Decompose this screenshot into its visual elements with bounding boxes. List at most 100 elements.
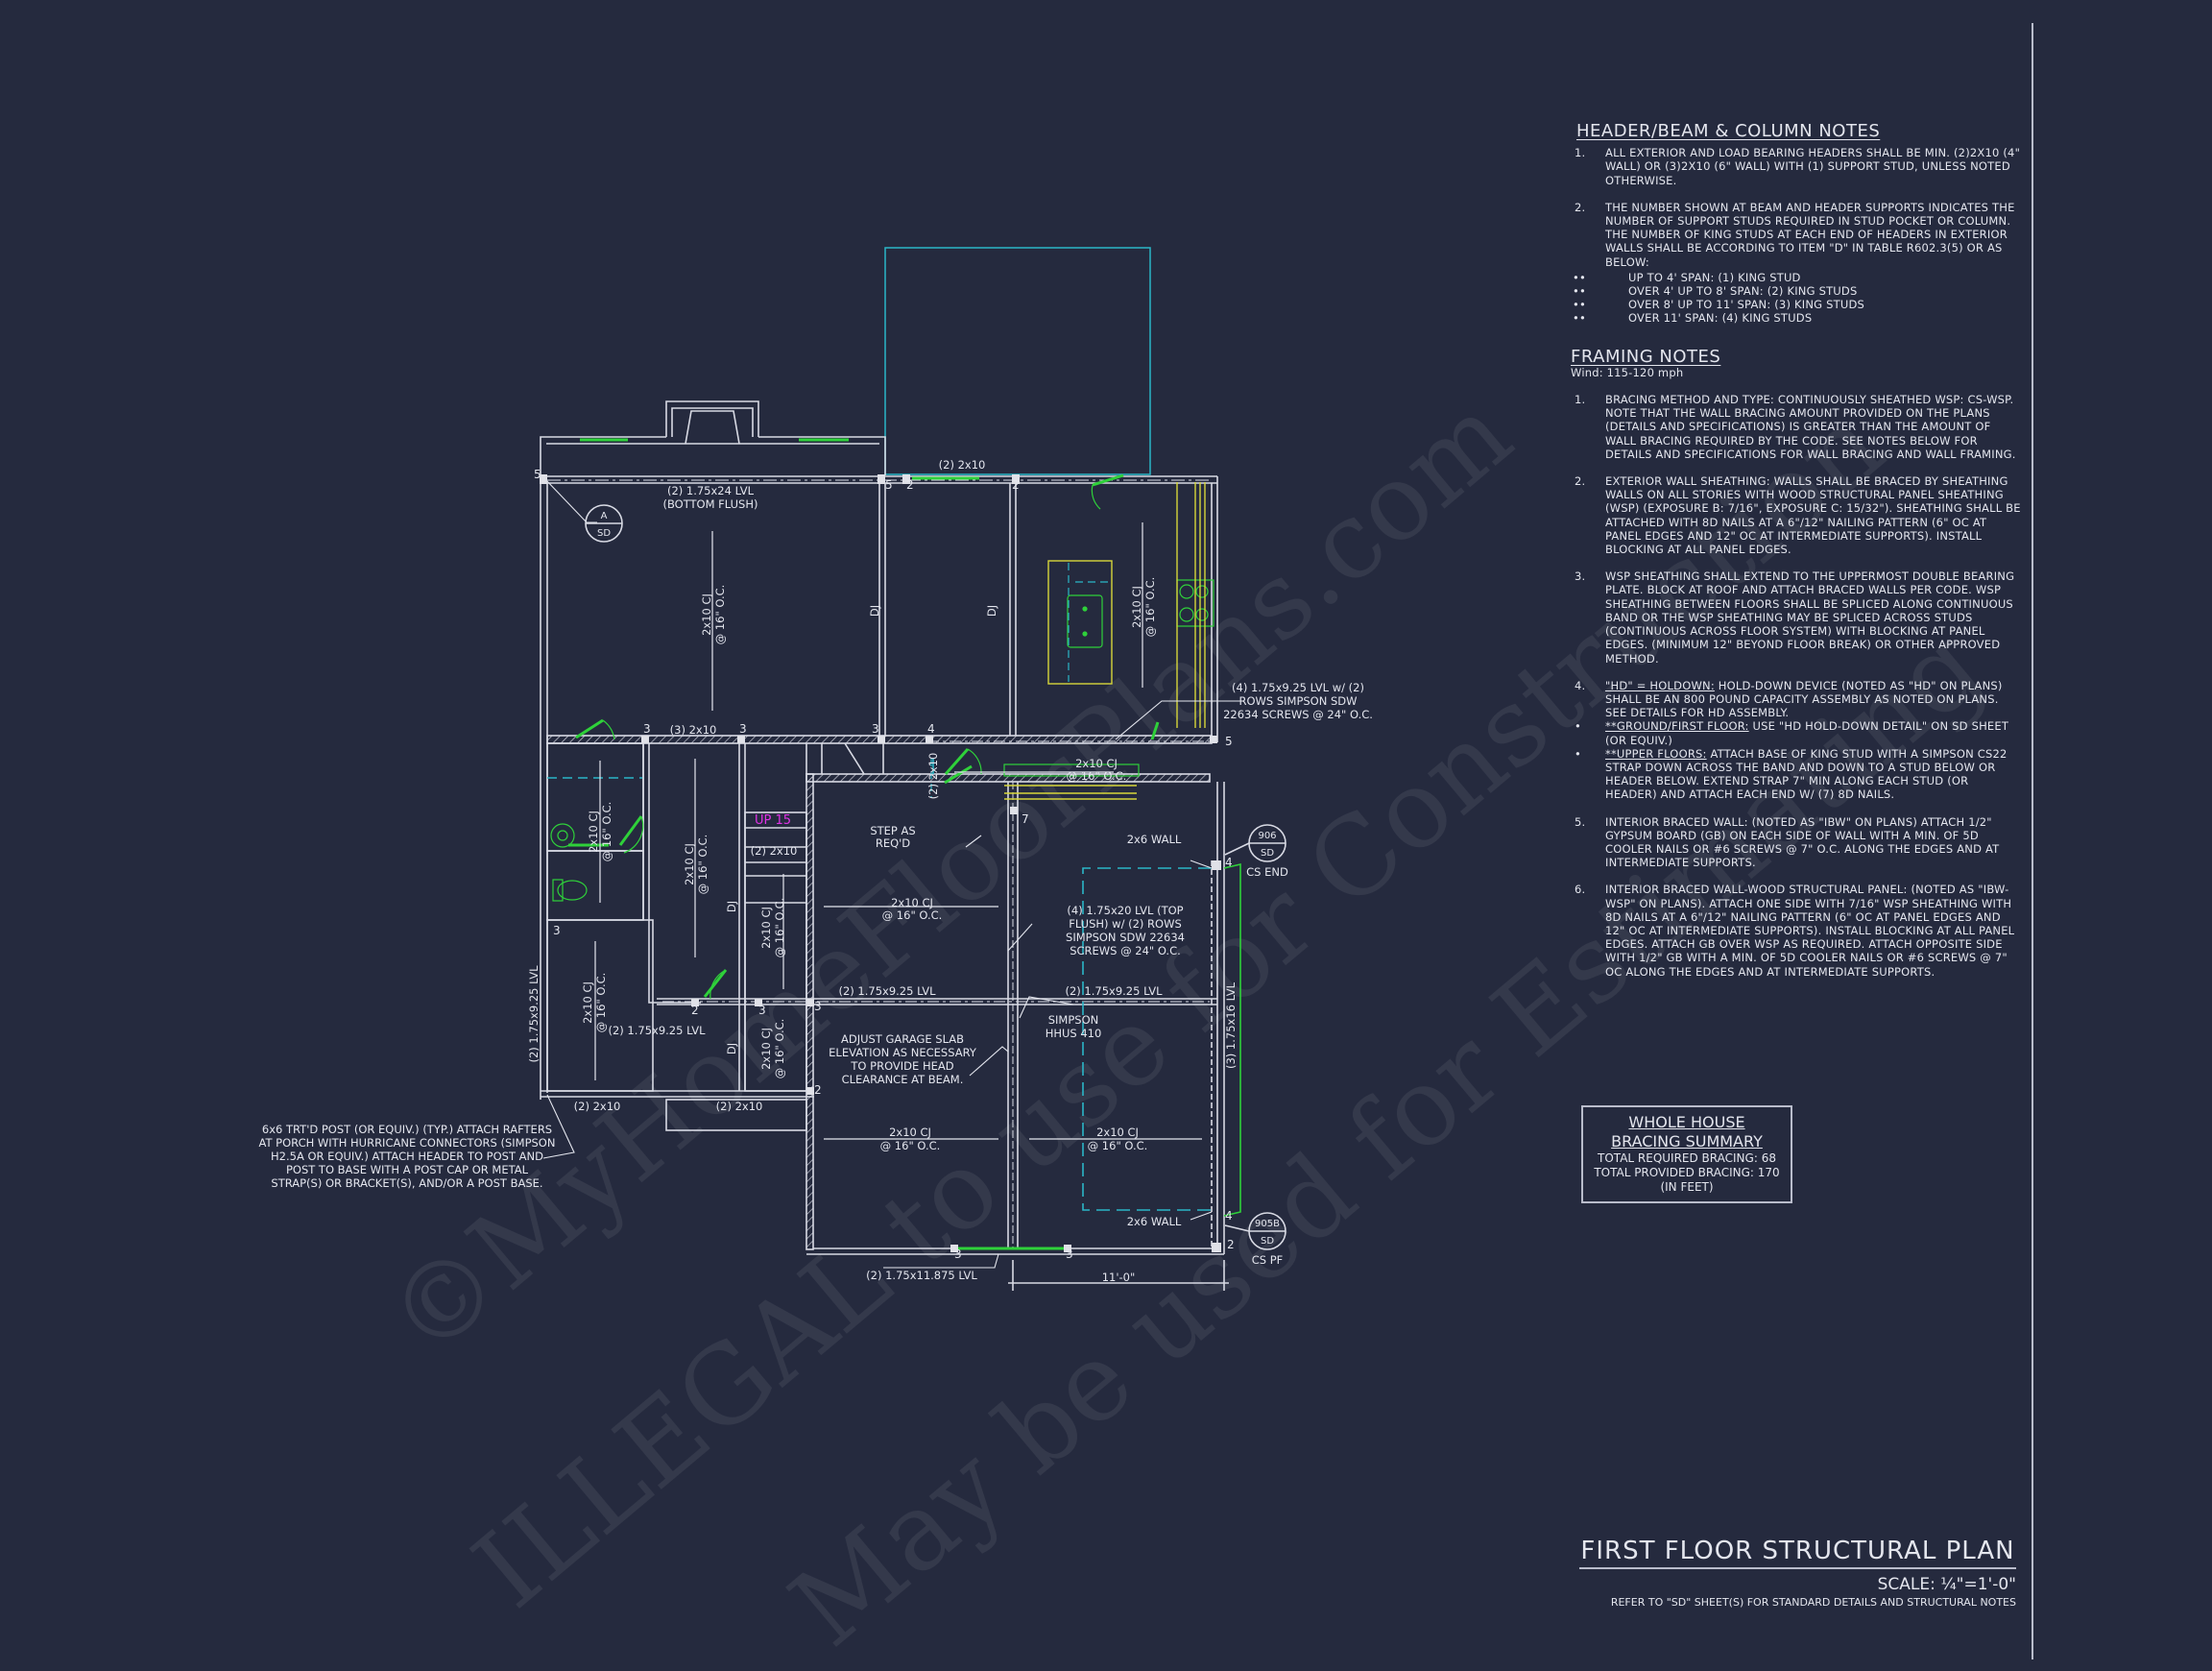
label-garage-beam-4: SCREWS @ 24" O.C.: [1070, 944, 1181, 957]
title-block: FIRST FLOOR STRUCTURAL PLAN SCALE: ¼"=1'…: [1579, 1537, 2016, 1609]
label-slab-3: TO PROVIDE HEAD: [850, 1059, 953, 1073]
stud-count-label: 2: [814, 1083, 822, 1097]
label-great-room-beam: (2) 1.75x24 LVL: [667, 484, 755, 497]
label-cj-kitchen-1: 2x10 CJ: [1130, 586, 1143, 628]
label-stair-header: (2) 2x10: [751, 844, 798, 858]
section-a-bottom: SD: [597, 528, 611, 539]
label-cj-stair-1: 2x10 CJ: [759, 907, 773, 949]
label-kitchen-beam-2: ROWS SIMPSON SDW: [1238, 694, 1357, 708]
stud-count-label: 3: [1066, 1247, 1073, 1261]
stud-count-label: 3: [739, 722, 747, 736]
bullet-icon: •: [1575, 746, 1581, 761]
label-cj-kitchen-2: @ 16" O.C.: [1143, 577, 1157, 638]
label-cj-porch-1: 2x10 CJ: [581, 981, 594, 1024]
label-cj-hall-2: @ 16" O.C.: [696, 835, 709, 895]
stud-count-label: 3: [954, 1247, 962, 1261]
label-cj-stair-b-2: @ 16" O.C.: [773, 1019, 786, 1079]
note-number: 1.: [1575, 146, 1586, 160]
summary-units: (IN FEET): [1660, 1180, 1714, 1194]
stud-count-label: 7: [1022, 812, 1029, 826]
bullet-icon: ••: [1573, 311, 1586, 326]
framing-note: 6.INTERIOR BRACED WALL-WOOD STRUCTURAL P…: [1571, 883, 2022, 978]
stud-count-label: 5: [534, 468, 541, 481]
note-text: HOLD-DOWN DEVICE (NOTED AS "HD" ON PLANS…: [1605, 678, 2003, 720]
label-simpson-2: HHUS 410: [1046, 1027, 1102, 1040]
stud-count-label: 3: [814, 1000, 822, 1013]
label-cj-laundry-2: @ 16" O.C.: [1067, 769, 1127, 783]
detail-906-bottom: SD: [1261, 848, 1274, 859]
label-slab-2: ELEVATION AS NECESSARY: [829, 1046, 977, 1059]
label-simpson-1: SIMPSON: [1048, 1013, 1099, 1027]
label-cj-garage-tl-2: @ 16" O.C.: [882, 908, 943, 922]
bullet-icon: ••: [1573, 270, 1586, 284]
label-cj-garage-br-1: 2x10 CJ: [1096, 1126, 1139, 1139]
label-step-1: STEP AS: [870, 824, 915, 837]
summary-title-1: WHOLE HOUSE: [1628, 1113, 1745, 1131]
framing-notes-title: FRAMING NOTES: [1571, 346, 1721, 367]
hd-bullet: •**UPPER FLOORS: ATTACH BASE OF KING STU…: [1571, 747, 2022, 802]
bullet-text: OVER 4' UP TO 8' SPAN: (2) KING STUDS: [1628, 284, 1858, 299]
note-text: WSP SHEATHING SHALL EXTEND TO THE UPPERM…: [1605, 569, 2015, 666]
label-slab-1: ADJUST GARAGE SLAB: [841, 1032, 964, 1046]
note-number: 1.: [1575, 393, 1586, 407]
framing-note: 5.INTERIOR BRACED WALL: (NOTED AS "IBW" …: [1571, 815, 2022, 870]
label-lvl-vert: (2) 1.75x9.25 LVL: [527, 965, 541, 1063]
bullet-text: OVER 8' UP TO 11' SPAN: (3) KING STUDS: [1628, 298, 1864, 312]
list-item: •• UP TO 4' SPAN: (1) KING STUD: [1571, 271, 2022, 284]
stud-count-label: 5: [1225, 735, 1233, 748]
drawing-title: FIRST FLOOR STRUCTURAL PLAN: [1579, 1537, 2016, 1569]
bullet-text: UP TO 4' SPAN: (1) KING STUD: [1628, 270, 1801, 284]
notes-panel: HEADER/BEAM & COLUMN NOTES 1.ALL EXTERIO…: [1571, 122, 2022, 992]
label-top-header: (2) 2x10: [939, 458, 986, 472]
label-garage-beam-1: (4) 1.75x20 LVL (TOP: [1067, 904, 1183, 917]
header-note: 2.THE NUMBER SHOWN AT BEAM AND HEADER SU…: [1571, 201, 2022, 269]
note-text: BRACING METHOD AND TYPE: CONTINUOUSLY SH…: [1605, 393, 2016, 461]
label-cj-great-room-1: 2x10 CJ: [700, 593, 713, 636]
label-lvl-16: (3) 1.75x16 LVL: [1224, 981, 1238, 1069]
label-cj-porch-2: @ 16" O.C.: [594, 973, 608, 1033]
note-number: 2.: [1575, 474, 1586, 489]
label-cj-garage-tl-1: 2x10 CJ: [891, 896, 933, 909]
label-cj-garage-bl-2: @ 16" O.C.: [880, 1139, 941, 1152]
framing-note: 2.EXTERIOR WALL SHEATHING: WALLS SHALL B…: [1571, 474, 2022, 556]
label-garage-header: (2) 1.75x11.875 LVL: [866, 1269, 977, 1282]
summary-provided: TOTAL PROVIDED BRACING: 170: [1594, 1166, 1780, 1179]
note-text: ALL EXTERIOR AND LOAD BEARING HEADERS SH…: [1605, 146, 2021, 187]
label-lvl-c: (2) 1.75x9.25 LVL: [608, 1024, 706, 1037]
note-number: 3.: [1575, 569, 1586, 584]
stud-count-label: 3: [872, 722, 879, 736]
label-cj-hall-1: 2x10 CJ: [683, 843, 696, 885]
note-number: 5.: [1575, 814, 1586, 829]
detail-906-label: CS END: [1246, 865, 1288, 879]
label-vert-2x10: (2) 2x10: [926, 753, 940, 800]
framing-note: 1. BRACING METHOD AND TYPE: CONTINUOUSLY …: [1571, 393, 2022, 461]
label-porch-2x10-b: (2) 2x10: [716, 1100, 763, 1113]
label-porch-2x10-a: (2) 2x10: [574, 1100, 621, 1113]
label-dj-2: DJ: [985, 605, 998, 617]
stud-count-label: 3: [553, 924, 561, 937]
note-lead: "HD" = HOLDOWN:: [1605, 678, 1715, 692]
label-2x6-wall-b: 2x6 WALL: [1127, 1215, 1182, 1228]
wind-speed: Wind: 115-120 mph: [1571, 365, 1684, 379]
list-item: ••OVER 11' SPAN: (4) KING STUDS: [1571, 311, 2022, 325]
label-3-2x10: (3) 2x10: [670, 723, 717, 737]
note-number: 2.: [1575, 200, 1586, 214]
label-garage-beam-3: SIMPSON SDW 22634: [1066, 931, 1185, 944]
note-text: INTERIOR BRACED WALL-WOOD STRUCTURAL PAN…: [1605, 883, 2015, 979]
bullet-icon: ••: [1573, 298, 1586, 312]
label-cj-garage-bl-1: 2x10 CJ: [889, 1126, 931, 1139]
label-post-4: POST TO BASE WITH A POST CAP OR METAL: [286, 1163, 529, 1176]
label-great-room-beam-2: (BOTTOM FLUSH): [662, 497, 757, 511]
stud-count-label: 3: [643, 722, 651, 736]
detail-905b-bottom: SD: [1261, 1236, 1274, 1247]
label-lvl-b: (2) 1.75x9.25 LVL: [1065, 984, 1163, 998]
bullet-text: USE "HD HOLD-DOWN DETAIL" ON SD SHEET (O…: [1605, 719, 2009, 747]
label-slab-4: CLEARANCE AT BEAM.: [842, 1073, 964, 1086]
label-kitchen-beam-1: (4) 1.75x9.25 LVL w/ (2): [1232, 681, 1364, 694]
bullet-icon: ••: [1573, 284, 1586, 299]
list-item: •• OVER 4' UP TO 8' SPAN: (2) KING STUDS: [1571, 284, 2022, 298]
label-step-2: REQ'D: [876, 836, 910, 850]
label-cj-laundry-1: 2x10 CJ: [1075, 757, 1118, 770]
label-cj-stair-2: @ 16" O.C.: [773, 898, 786, 958]
